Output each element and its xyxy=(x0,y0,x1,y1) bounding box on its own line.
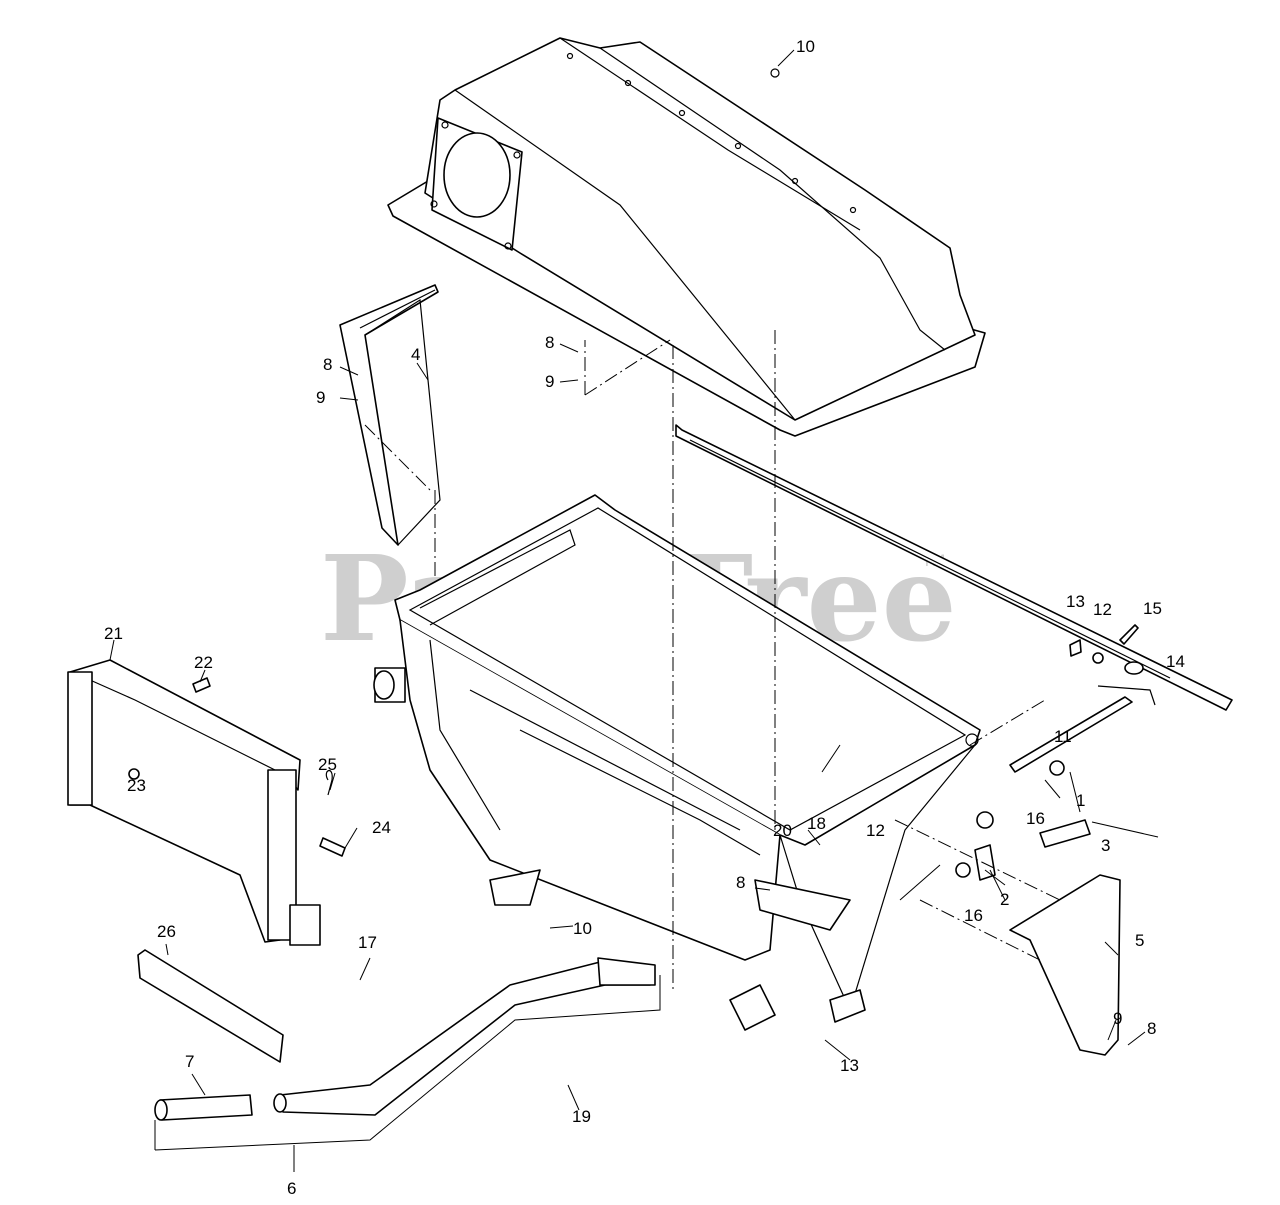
callout-label: 3 xyxy=(1101,836,1110,855)
callout-label: 2 xyxy=(1000,890,1009,909)
callout-label: 15 xyxy=(1143,599,1162,618)
handle xyxy=(154,957,656,1121)
callout-label: 5 xyxy=(1135,931,1144,950)
assembly-lines xyxy=(364,330,1061,990)
hopper-lid xyxy=(387,37,986,437)
plate xyxy=(137,949,284,1063)
callout-label: 10 xyxy=(573,919,592,938)
callout-label: 13 xyxy=(1066,592,1085,611)
leader-lines xyxy=(109,49,1159,1172)
callout-label: 9 xyxy=(545,372,554,391)
callout-label: 16 xyxy=(1026,809,1045,828)
callout-label: 8 xyxy=(545,333,554,352)
callout-label: 9 xyxy=(316,388,325,407)
hitch-bracket xyxy=(67,659,321,946)
callout-label: 7 xyxy=(185,1052,194,1071)
callout-label: 8 xyxy=(323,355,332,374)
callout-label: 8 xyxy=(1147,1019,1156,1038)
callout-label: 17 xyxy=(358,933,377,952)
callouts: 10 8 9 4 8 9 13 12 15 14 11 1 16 3 16 2 … xyxy=(104,37,1185,1198)
callout-label: 8 xyxy=(736,873,745,892)
callout-label: 26 xyxy=(157,922,176,941)
rear-seal-strip xyxy=(675,424,1233,711)
callout-label: 10 xyxy=(796,37,815,56)
hardware-left xyxy=(128,677,346,857)
callout-label: 21 xyxy=(104,624,123,643)
callout-label: 16 xyxy=(964,906,983,925)
callout-label: 24 xyxy=(372,818,391,837)
callout-label: 19 xyxy=(572,1107,591,1126)
linkage-right xyxy=(955,624,1156,1056)
callout-label: 1 xyxy=(1076,791,1085,810)
callout-label: 4 xyxy=(411,345,420,364)
callout-label: 20 xyxy=(773,821,792,840)
callout-label: 14 xyxy=(1166,652,1185,671)
callout-label: 25 xyxy=(318,755,337,774)
callout-label: 11 xyxy=(1054,727,1072,746)
callout-label: 18 xyxy=(807,814,826,833)
callout-label: 9 xyxy=(1113,1009,1122,1028)
side-plate-left xyxy=(339,284,441,546)
callout-label: 22 xyxy=(194,653,213,672)
callout-label: 12 xyxy=(1093,600,1112,619)
callout-label: 13 xyxy=(840,1056,859,1075)
hopper-frame xyxy=(373,494,981,1031)
callout-label: 6 xyxy=(287,1179,296,1198)
callout-label: 23 xyxy=(127,776,146,795)
callout-label: 12 xyxy=(866,821,885,840)
